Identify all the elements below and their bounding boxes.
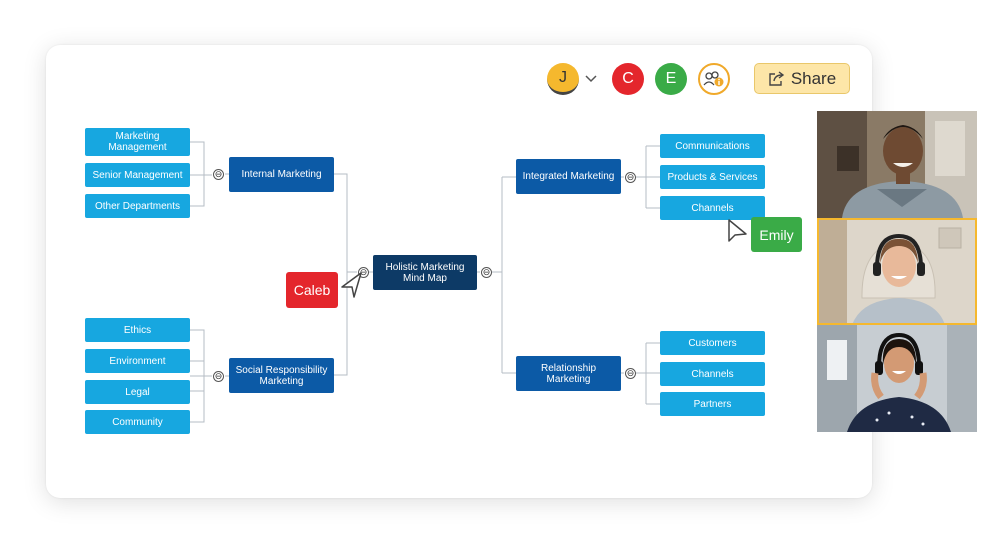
node-channels-relationship[interactable]: Channels [660,362,765,386]
node-products-services[interactable]: Products & Services [660,165,765,189]
node-marketing-management[interactable]: Marketing Management [85,128,190,156]
avatar-j[interactable]: J [547,63,579,95]
node-social-responsibility-marketing[interactable]: Social Responsibility Marketing [229,358,334,393]
node-integrated-marketing[interactable]: Integrated Marketing [516,159,621,194]
video-participant-3[interactable] [817,325,977,432]
avatar-e[interactable]: E [655,63,687,95]
group-info-icon[interactable] [698,63,730,95]
cursor-caleb-arrow-icon [341,272,362,298]
node-senior-management[interactable]: Senior Management [85,163,190,187]
avatar-c[interactable]: C [612,63,644,95]
cursor-label-emily: Emily [751,217,802,252]
avatar-c-initial: C [622,70,634,87]
share-button[interactable]: Share [754,63,850,94]
node-communications[interactable]: Communications [660,134,765,158]
share-export-icon [769,71,784,86]
chevron-down-icon[interactable] [585,72,597,86]
collapse-toggle-root-right[interactable]: ⊖ [481,267,492,278]
video-participant-2[interactable] [817,218,977,325]
video-participant-1[interactable] [817,111,977,218]
collapse-toggle-social[interactable]: ⊖ [213,371,224,382]
node-channels-integrated[interactable]: Channels [660,196,765,220]
collapse-toggle-relationship[interactable]: ⊖ [625,368,636,379]
node-legal[interactable]: Legal [85,380,190,404]
node-customers[interactable]: Customers [660,331,765,355]
collapse-toggle-internal[interactable]: ⊖ [213,169,224,180]
collapse-toggle-root-left[interactable]: ⊖ [358,267,369,278]
node-environment[interactable]: Environment [85,349,190,373]
node-ethics[interactable]: Ethics [85,318,190,342]
node-root[interactable]: Holistic Marketing Mind Map [373,255,477,290]
cursor-label-caleb: Caleb [286,272,338,308]
avatar-e-initial: E [665,70,677,87]
collapse-toggle-integrated[interactable]: ⊖ [625,172,636,183]
node-internal-marketing[interactable]: Internal Marketing [229,157,334,192]
node-community[interactable]: Community [85,410,190,434]
node-partners[interactable]: Partners [660,392,765,416]
cursor-emily-arrow-icon [728,219,747,242]
node-other-departments[interactable]: Other Departments [85,194,190,218]
share-label: Share [790,68,837,88]
avatar-j-initial: J [559,68,567,86]
node-relationship-marketing[interactable]: Relationship Marketing [516,356,621,391]
